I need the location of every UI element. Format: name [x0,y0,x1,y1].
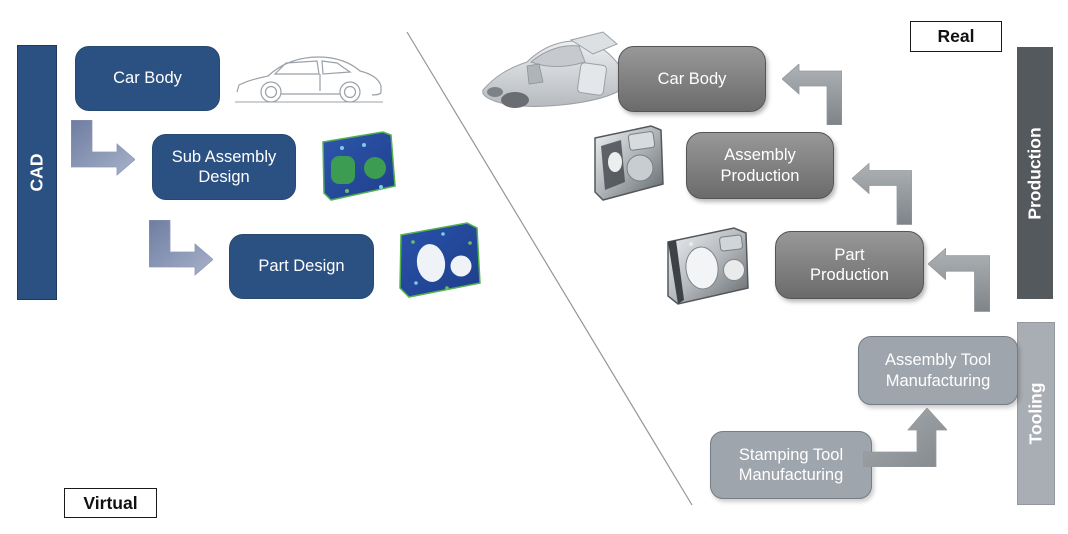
virtual-label: Virtual [64,488,157,518]
real-car-image [473,30,633,122]
cad-box-car-body: Car Body [75,46,220,111]
cad-box-car-body-label: Car Body [113,69,182,88]
cad-lane-label: CAD [26,153,47,192]
tooling-box-assembly-tool-label: Assembly Tool Manufacturing [884,351,992,390]
arrow-carbody-to-subassembly [71,120,135,178]
car-sketch-image [233,44,385,106]
real-box-assembly-production-label: Assembly Production [720,146,800,185]
cad-subassembly-image [317,130,398,203]
cad-part-image [391,221,484,299]
cad-box-part-design: Part Design [229,234,374,299]
real-label-text: Real [937,26,975,46]
real-box-part-production: Part Production [775,231,924,299]
real-label: Real [910,21,1002,52]
real-door-part-image [658,224,758,308]
tooling-box-assembly-tool-manufacturing: Assembly Tool Manufacturing [858,336,1018,405]
real-door-assembly-image [587,122,670,204]
arrow-tooling-to-partproduction [928,248,990,312]
real-box-car-body-label: Car Body [657,69,727,88]
real-box-part-production-label: Part Production [810,245,889,284]
arrow-assemblyproduction-to-carbody [782,64,842,125]
arrow-subassembly-to-partdesign [149,220,213,278]
arrow-stampingtool-to-assemblytool [863,408,947,467]
real-box-assembly-production: Assembly Production [686,132,834,199]
real-box-car-body: Car Body [618,46,766,112]
tooling-lane-bar: Tooling [1017,322,1055,505]
cad-lane-bar: CAD [17,45,57,300]
virtual-label-text: Virtual [83,492,138,513]
tooling-box-stamping-tool-manufacturing: Stamping Tool Manufacturing [710,431,872,499]
tooling-box-stamping-tool-label: Stamping Tool Manufacturing [738,445,844,484]
cad-box-part-design-label: Part Design [258,257,345,276]
cad-box-sub-assembly-design-label: Sub Assembly Design [171,147,277,186]
arrow-partproduction-to-assemblyproduction [852,163,912,225]
cad-box-sub-assembly-design: Sub Assembly Design [152,134,296,200]
tooling-lane-label: Tooling [1025,382,1046,445]
production-lane-label: Production [1024,126,1045,220]
production-lane-bar: Production [1017,47,1053,299]
